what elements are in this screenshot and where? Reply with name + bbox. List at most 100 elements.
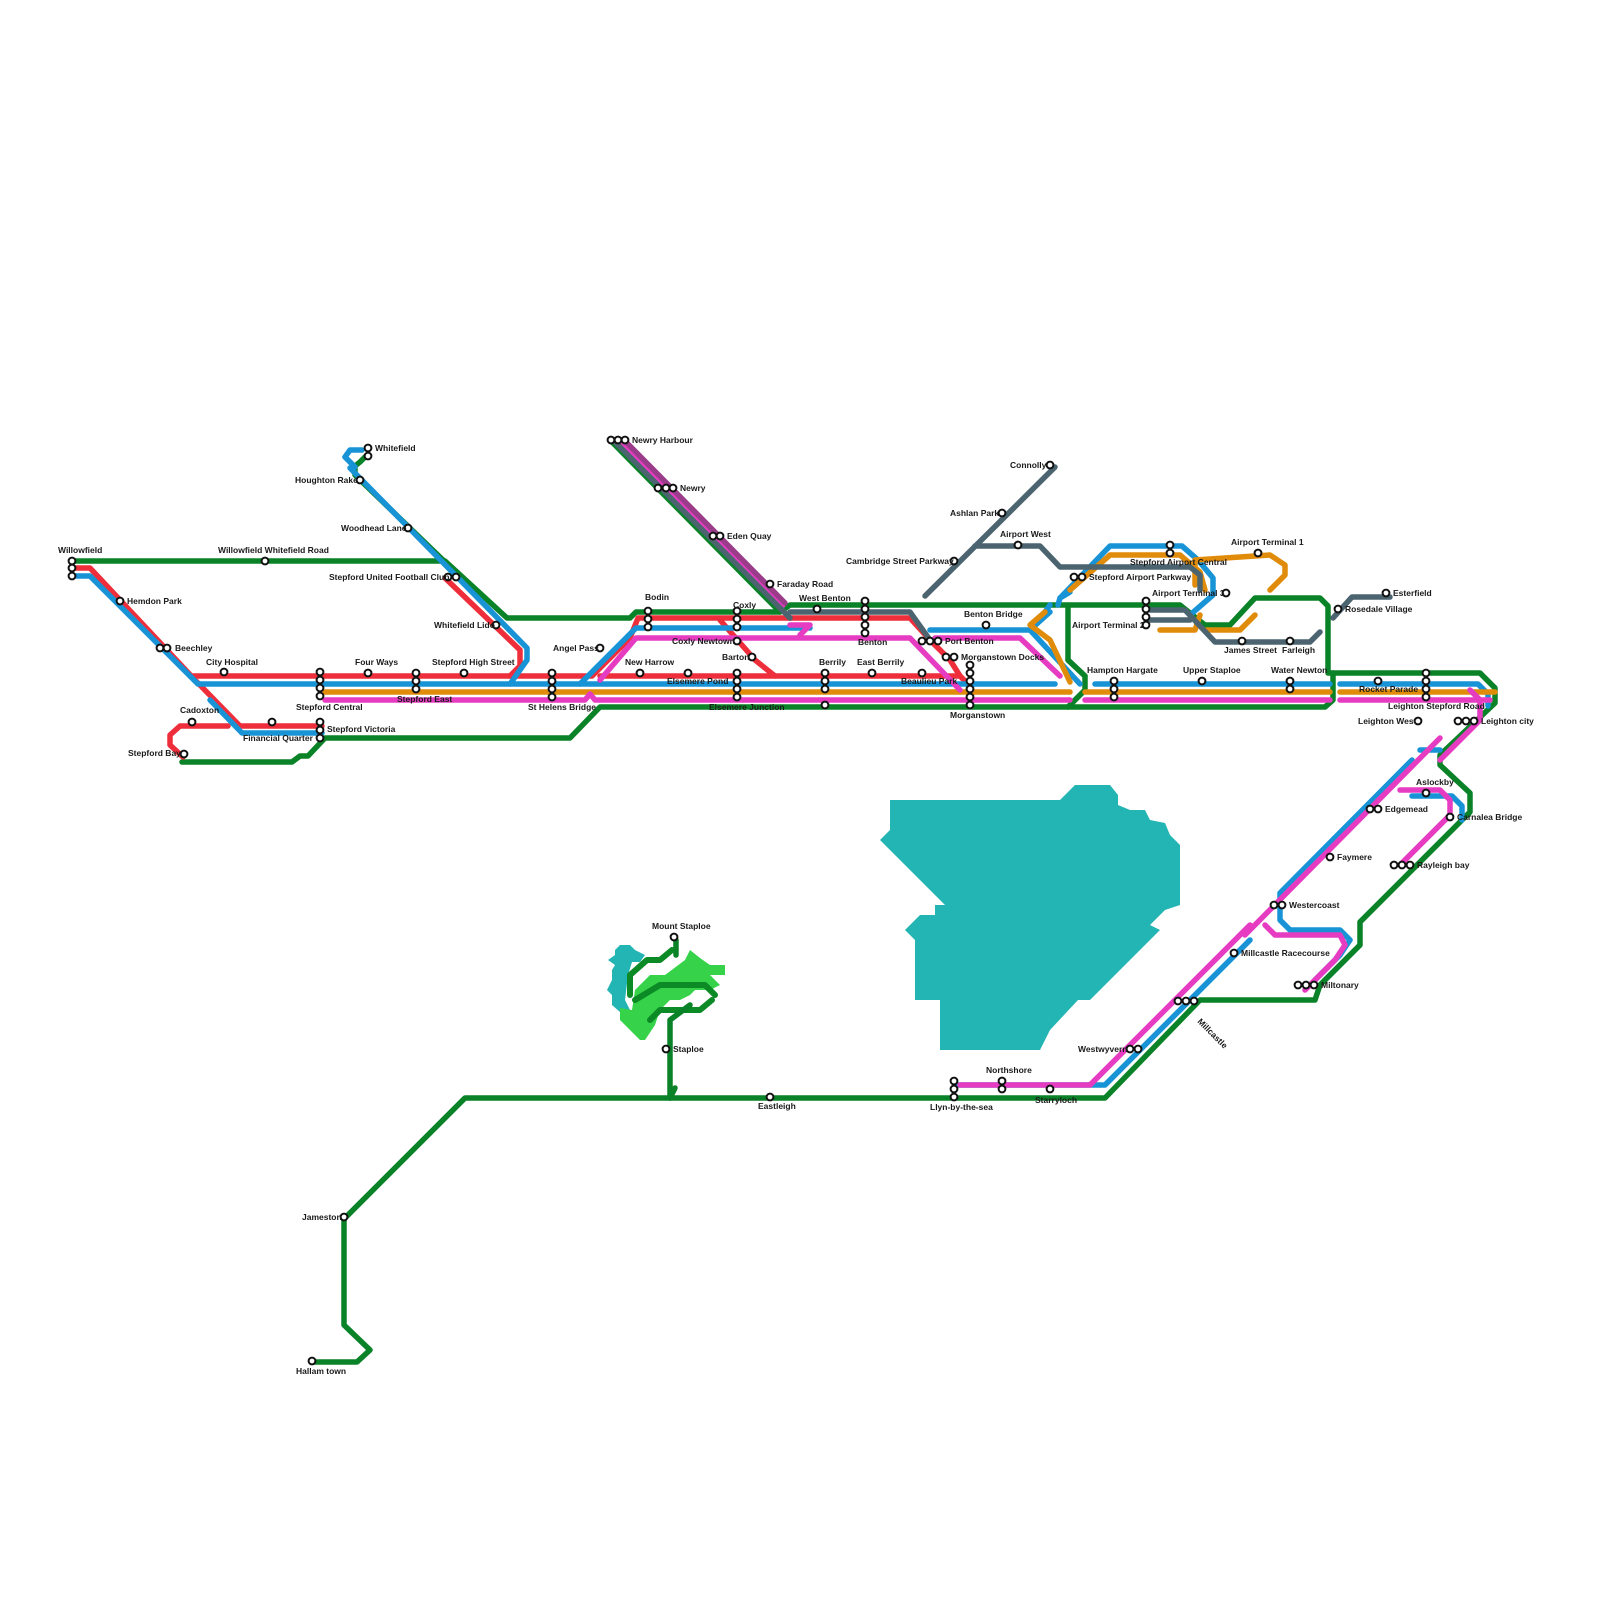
station-marker[interactable] bbox=[869, 670, 876, 677]
station-marker[interactable] bbox=[734, 624, 741, 631]
station-marker[interactable] bbox=[814, 606, 821, 613]
station-marker[interactable] bbox=[862, 614, 869, 621]
station-marker[interactable] bbox=[69, 565, 76, 572]
station-connolly[interactable]: Connolly bbox=[1010, 460, 1053, 470]
station-marker[interactable] bbox=[1175, 998, 1182, 1005]
station-ashlan-park[interactable]: Ashlan Park bbox=[950, 508, 1005, 518]
station-marker[interactable] bbox=[1463, 718, 1470, 725]
station-marker[interactable] bbox=[734, 670, 741, 677]
station-marker[interactable] bbox=[549, 694, 556, 701]
station-marker[interactable] bbox=[645, 608, 652, 615]
station-marker[interactable] bbox=[734, 686, 741, 693]
station-marker[interactable] bbox=[663, 485, 670, 492]
station-cambridge-street-parkway[interactable]: Cambridge Street Parkway bbox=[846, 556, 957, 566]
station-westercoast[interactable]: Westercoast bbox=[1271, 900, 1340, 910]
station-marker[interactable] bbox=[317, 727, 324, 734]
station-marker[interactable] bbox=[549, 670, 556, 677]
station-carnalea-bridge[interactable]: Carnalea Bridge bbox=[1447, 812, 1523, 822]
station-marker[interactable] bbox=[269, 719, 276, 726]
station-marker[interactable] bbox=[317, 677, 324, 684]
station-marker[interactable] bbox=[317, 735, 324, 742]
station-mount-staploe[interactable]: Mount Staploe bbox=[652, 921, 711, 940]
station-marker[interactable] bbox=[549, 678, 556, 685]
station-stepford-bay[interactable]: Stepford Bay bbox=[128, 748, 187, 758]
station-marker[interactable] bbox=[1471, 718, 1478, 725]
station-marker[interactable] bbox=[1191, 998, 1198, 1005]
station-marker[interactable] bbox=[365, 445, 372, 452]
station-coxly-newtown[interactable]: Coxly Newtown bbox=[672, 636, 740, 646]
station-marker[interactable] bbox=[862, 630, 869, 637]
station-marker[interactable] bbox=[927, 638, 934, 645]
station-rayleigh-bay[interactable]: Rayleigh bay bbox=[1391, 860, 1470, 870]
station-marker[interactable] bbox=[655, 485, 662, 492]
station-stepford-united-fc[interactable]: Stepford United Football Club bbox=[329, 572, 459, 582]
station-marker[interactable] bbox=[189, 719, 196, 726]
station-marker[interactable] bbox=[983, 622, 990, 629]
station-marker[interactable] bbox=[822, 678, 829, 685]
station-marker[interactable] bbox=[309, 1358, 316, 1365]
station-marker[interactable] bbox=[1447, 814, 1454, 821]
station-marker[interactable] bbox=[967, 670, 974, 677]
station-marker[interactable] bbox=[1071, 574, 1078, 581]
station-beechley[interactable]: Beechley bbox=[157, 643, 213, 653]
station-marker[interactable] bbox=[1167, 542, 1174, 549]
station-marker[interactable] bbox=[663, 1046, 670, 1053]
station-marker[interactable] bbox=[1407, 862, 1414, 869]
station-marker[interactable] bbox=[1047, 1086, 1054, 1093]
station-marker[interactable] bbox=[317, 693, 324, 700]
station-marker[interactable] bbox=[69, 558, 76, 565]
station-jameston[interactable]: Jameston bbox=[302, 1212, 347, 1222]
station-beaulieu-park[interactable]: Beaulieu Park bbox=[901, 670, 957, 686]
station-marker[interactable] bbox=[734, 694, 741, 701]
station-marker[interactable] bbox=[1111, 694, 1118, 701]
station-marker[interactable] bbox=[967, 702, 974, 709]
station-whitefield[interactable]: Whitefield bbox=[365, 443, 416, 459]
station-marker[interactable] bbox=[1367, 806, 1374, 813]
station-marker[interactable] bbox=[365, 453, 372, 460]
station-marker[interactable] bbox=[1287, 678, 1294, 685]
station-airport-terminal-3[interactable]: Airport Terminal 3 bbox=[1152, 588, 1229, 598]
station-marker[interactable] bbox=[1327, 854, 1334, 861]
station-marker[interactable] bbox=[717, 533, 724, 540]
station-marker[interactable] bbox=[645, 616, 652, 623]
station-marker[interactable] bbox=[1423, 790, 1430, 797]
station-marker[interactable] bbox=[549, 686, 556, 693]
station-marker[interactable] bbox=[1255, 550, 1262, 557]
station-marker[interactable] bbox=[1303, 982, 1310, 989]
station-marker[interactable] bbox=[967, 694, 974, 701]
station-marker[interactable] bbox=[1423, 670, 1430, 677]
station-marker[interactable] bbox=[999, 510, 1006, 517]
station-marker[interactable] bbox=[413, 678, 420, 685]
station-marker[interactable] bbox=[822, 686, 829, 693]
station-marker[interactable] bbox=[1047, 462, 1054, 469]
station-marker[interactable] bbox=[1375, 806, 1382, 813]
station-marker[interactable] bbox=[262, 558, 269, 565]
station-marker[interactable] bbox=[1311, 982, 1318, 989]
station-marker[interactable] bbox=[951, 654, 958, 661]
station-marker[interactable] bbox=[1271, 902, 1278, 909]
station-marker[interactable] bbox=[365, 670, 372, 677]
station-marker[interactable] bbox=[1287, 686, 1294, 693]
station-marker[interactable] bbox=[461, 670, 468, 677]
station-marker[interactable] bbox=[710, 533, 717, 540]
station-marker[interactable] bbox=[413, 670, 420, 677]
station-marker[interactable] bbox=[1111, 678, 1118, 685]
station-marker[interactable] bbox=[1239, 638, 1246, 645]
station-marker[interactable] bbox=[767, 1094, 774, 1101]
station-leighton-city[interactable]: Leighton city bbox=[1455, 716, 1535, 726]
station-marker[interactable] bbox=[749, 654, 756, 661]
station-elsemere-pond[interactable]: Elsemere Pond bbox=[667, 670, 728, 686]
station-marker[interactable] bbox=[1143, 606, 1150, 613]
station-marker[interactable] bbox=[1295, 982, 1302, 989]
station-marker[interactable] bbox=[1143, 598, 1150, 605]
station-marker[interactable] bbox=[862, 598, 869, 605]
station-millcastle-racecourse[interactable]: Millcastle Racecourse bbox=[1231, 948, 1330, 958]
station-starryloch[interactable]: Starryloch bbox=[1035, 1086, 1077, 1105]
station-marker[interactable] bbox=[1399, 862, 1406, 869]
station-whitefield-lido[interactable]: Whitefield Lido bbox=[434, 620, 499, 630]
station-marker[interactable] bbox=[181, 751, 188, 758]
station-rocket-parade[interactable]: Rocket Parade bbox=[1359, 678, 1418, 694]
station-marker[interactable] bbox=[967, 678, 974, 685]
station-marker[interactable] bbox=[767, 581, 774, 588]
station-marker[interactable] bbox=[622, 437, 629, 444]
